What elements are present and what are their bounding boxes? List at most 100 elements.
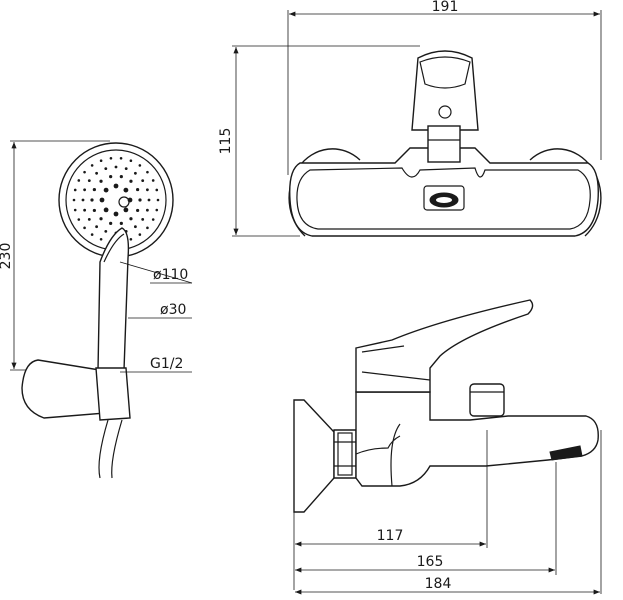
- nozzle-dot: [129, 217, 133, 221]
- lever-base-line: [361, 371, 431, 381]
- dimension-label-diameter-110: ø110: [153, 267, 188, 283]
- lever-top-line: [361, 345, 405, 353]
- nozzle-dot: [145, 188, 149, 192]
- side-view: 117 165 184: [293, 299, 602, 595]
- nozzle-dot: [109, 175, 113, 179]
- aerator-housing: [423, 185, 465, 211]
- mixer-body-inner: [296, 167, 591, 230]
- nozzle-dot: [81, 198, 85, 202]
- nozzle-dot: [99, 159, 103, 163]
- nozzle-dot: [92, 208, 96, 213]
- lever-top: [411, 50, 479, 131]
- nozzle-dot: [73, 208, 77, 212]
- nozzle-dot: [90, 198, 94, 202]
- nozzle-dot: [83, 170, 86, 174]
- shower-nozzles: [72, 157, 160, 243]
- nozzle-dot: [113, 211, 119, 217]
- nozzle-dot: [104, 229, 108, 233]
- nozzle-dot: [83, 208, 87, 212]
- nozzle-dot: [155, 188, 159, 192]
- dimension-label-165: 165: [417, 554, 444, 570]
- nozzle-dot: [133, 225, 137, 229]
- nozzle-dot: [104, 167, 108, 171]
- nozzle-dot: [99, 197, 105, 203]
- dimension-label-thread: G1/2: [150, 356, 183, 372]
- nozzle-dot: [138, 233, 142, 236]
- nozzle-dot: [99, 237, 103, 241]
- nozzle-dot: [145, 208, 149, 212]
- nozzle-dot: [83, 226, 86, 230]
- aerator-center: [436, 197, 452, 203]
- nozzle-dot: [151, 218, 155, 221]
- nozzle-dot: [113, 183, 119, 189]
- nozzle-dot: [119, 175, 123, 179]
- spout-curve: [390, 423, 401, 487]
- nut-inner: [337, 432, 353, 476]
- dimension-label-117: 117: [377, 528, 404, 544]
- spout-body: [355, 391, 599, 487]
- nozzle-dot: [95, 225, 99, 229]
- nozzle-dot: [72, 198, 76, 202]
- nozzle-dot: [119, 157, 123, 160]
- nozzle-dot: [146, 170, 149, 174]
- nozzle-dot: [133, 171, 137, 175]
- nozzle-dot: [90, 233, 94, 236]
- lever-screw-icon: [438, 105, 452, 119]
- nozzle-dot: [95, 171, 99, 175]
- diverter-knob-top: [427, 125, 461, 163]
- nozzle-dot: [129, 179, 133, 183]
- nozzle-dot: [109, 221, 113, 225]
- nozzle-dot: [129, 159, 133, 163]
- nozzle-dot: [138, 164, 142, 167]
- nozzle-dot: [147, 198, 151, 202]
- spout-seam: [355, 435, 401, 455]
- wall-flange: [293, 399, 335, 513]
- nozzle-dot: [103, 187, 109, 193]
- lever-side: [355, 299, 534, 393]
- nozzle-dot: [123, 187, 129, 193]
- nozzle-dot: [136, 187, 140, 192]
- hex-nut: [333, 429, 357, 479]
- nozzle-dot: [156, 198, 160, 202]
- nozzle-dot: [114, 165, 118, 169]
- hand-shower-view: 230 ø110 ø30 G1/2: [0, 140, 193, 479]
- shower-handle: [97, 227, 130, 371]
- nozzle-dot: [129, 237, 133, 241]
- leader-110: [119, 261, 193, 284]
- nozzle-dot: [146, 226, 149, 230]
- nozzle-dot: [124, 167, 128, 171]
- nozzle-dot: [99, 217, 103, 221]
- nozzle-dot: [83, 188, 87, 192]
- nozzle-dot: [119, 221, 123, 225]
- aerator-tip-icon: [549, 445, 583, 461]
- top-view: 191 115: [218, 0, 602, 237]
- dimension-label-184: 184: [425, 576, 452, 592]
- nozzle-dot: [109, 157, 113, 160]
- nozzle-dot: [136, 208, 140, 213]
- wall-holder: [21, 359, 119, 419]
- dimension-label-191: 191: [432, 0, 459, 15]
- lever-grip: [419, 56, 471, 89]
- dimension-label-115: 115: [218, 128, 234, 155]
- nozzle-dot: [77, 218, 81, 221]
- diverter-knob-side: [469, 383, 505, 417]
- nozzle-dot: [92, 187, 96, 192]
- nozzle-dot: [87, 179, 91, 183]
- nozzle-dot: [77, 179, 81, 182]
- nozzle-dot: [103, 207, 109, 213]
- nozzle-dot: [151, 179, 155, 182]
- handle-edge: [103, 233, 125, 263]
- nozzle-dot: [73, 188, 77, 192]
- dimension-label-230: 230: [0, 243, 14, 270]
- nozzle-dot: [123, 207, 129, 213]
- hose-right: [111, 419, 123, 479]
- holder-clamp: [95, 367, 131, 421]
- nozzle-dot: [87, 217, 91, 221]
- nozzle-dot: [90, 164, 94, 167]
- nozzle-dot: [155, 208, 159, 212]
- center-nozzle-icon: [118, 196, 130, 208]
- nozzle-dot: [138, 198, 142, 202]
- nozzle-dot: [141, 179, 145, 183]
- dimension-label-diameter-30: ø30: [160, 302, 186, 318]
